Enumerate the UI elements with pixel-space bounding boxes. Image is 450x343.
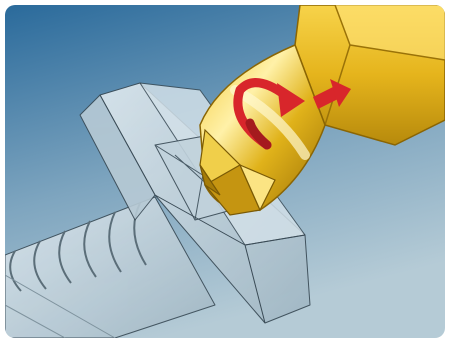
illustration-panel bbox=[5, 5, 445, 338]
screwdriver-bit-illustration bbox=[5, 5, 445, 338]
